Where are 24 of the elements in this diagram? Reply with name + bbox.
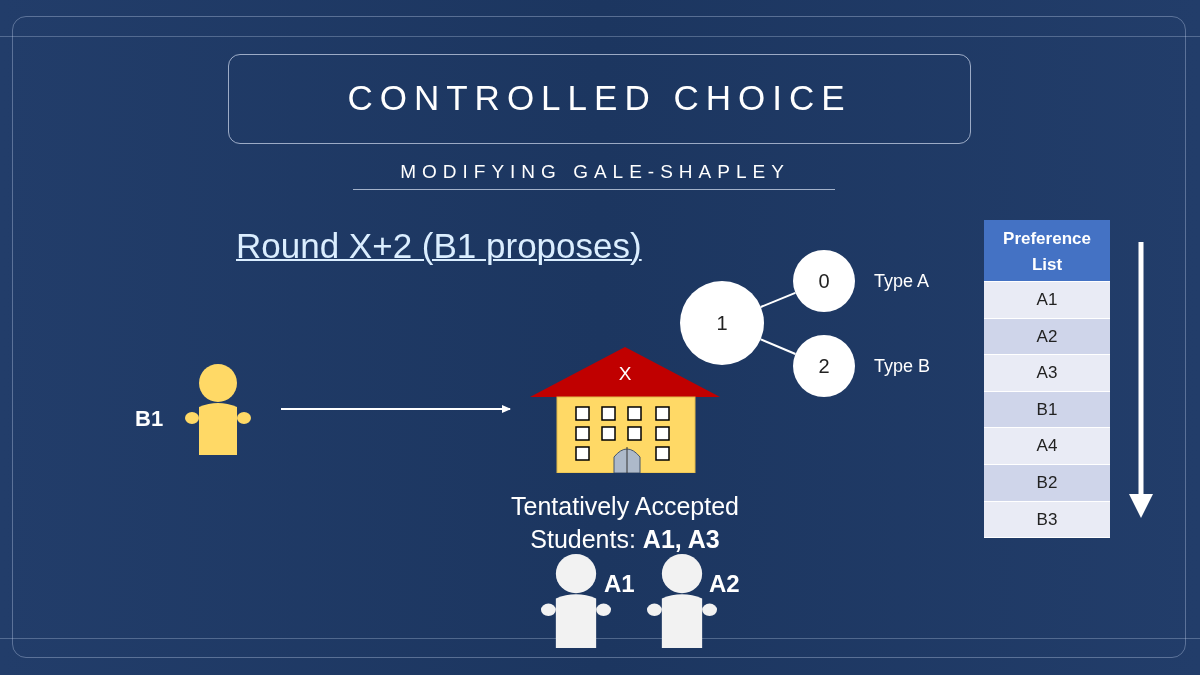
round-heading: Round X+2 (B1 proposes) — [236, 226, 642, 266]
table-header: Preference List — [984, 220, 1110, 282]
circle-node: 2 — [793, 335, 855, 397]
person-name: B1 — [135, 406, 164, 432]
table-cell: B2 — [984, 465, 1110, 502]
person-name: A2 — [709, 570, 740, 598]
circle-node: 1 — [680, 281, 764, 365]
table-cell: B1 — [984, 391, 1110, 429]
table-cell: B3 — [984, 501, 1110, 539]
table-cell: A2 — [984, 318, 1110, 356]
table-cell: A3 — [984, 355, 1110, 392]
person-name: A1 — [604, 570, 635, 598]
table-cell: A1 — [984, 282, 1110, 319]
table-cell: A4 — [984, 428, 1110, 465]
caption-text: Tentatively Accepted Students: A1, A3 — [510, 491, 740, 555]
type-label: Type A — [874, 271, 930, 292]
connector-line — [759, 338, 797, 355]
slide-title: CONTROLLED CHOICE — [346, 78, 853, 118]
arrow — [280, 405, 511, 413]
circle-node: 0 — [793, 250, 855, 312]
connector-line — [759, 291, 797, 308]
type-label: Type B — [874, 356, 931, 377]
roof-label: X — [617, 363, 633, 385]
slide-subtitle: MODIFYING GALE-SHAPLEY — [399, 161, 791, 183]
